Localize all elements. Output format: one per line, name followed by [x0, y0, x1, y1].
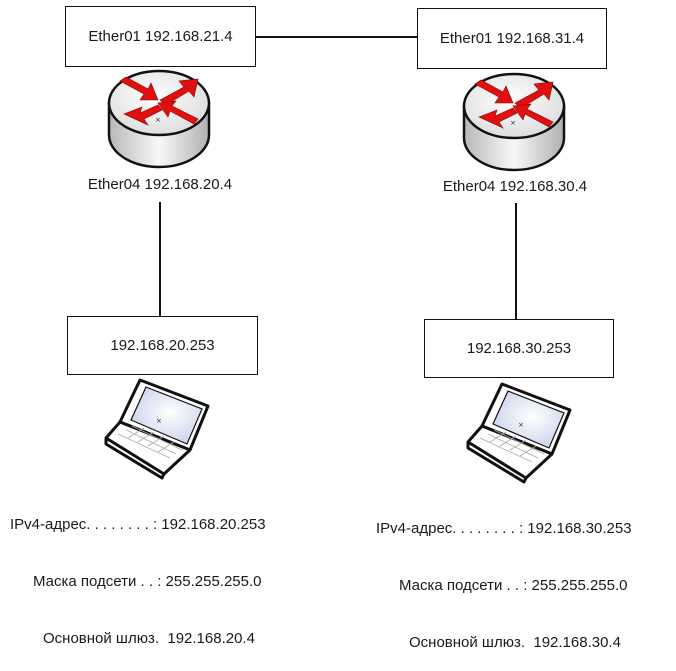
host-2-address-label: 192.168.30.253	[466, 340, 572, 357]
host-1-mask-line: Маска подсети . . : 255.255.255.0	[33, 573, 262, 590]
host-2-config: IPv4-адрес. . . . . . . . : 192.168.30.2…	[376, 481, 632, 671]
router-link-line	[255, 36, 417, 38]
host-1-ipv4-line: IPv4-адрес. . . . . . . . : 192.168.20.2…	[10, 516, 266, 533]
lan-2-link-line	[515, 203, 517, 319]
svg-text:×: ×	[510, 119, 516, 127]
host-2-mask-line: Маска подсети . . : 255.255.255.0	[399, 577, 628, 594]
router-2-icon: ×	[462, 72, 566, 172]
host-1-config: IPv4-адрес. . . . . . . . : 192.168.20.2…	[10, 477, 266, 667]
router-2-wan-box: Ether01 192.168.31.4	[417, 8, 607, 69]
host-1-address-box: 192.168.20.253	[67, 316, 258, 375]
host-2-address-box: 192.168.30.253	[424, 319, 614, 378]
host-2-ipv4-line: IPv4-адрес. . . . . . . . : 192.168.30.2…	[376, 520, 632, 537]
host-1-gateway-line: Основной шлюз. 192.168.20.4	[43, 630, 255, 647]
svg-text:×: ×	[156, 417, 162, 425]
host-2-gateway-line: Основной шлюз. 192.168.30.4	[409, 634, 621, 651]
router-2-wan-label: Ether01 192.168.31.4	[439, 30, 585, 47]
svg-text:×: ×	[518, 421, 524, 429]
host-1-address-label: 192.168.20.253	[110, 337, 215, 354]
svg-text:×: ×	[155, 116, 161, 124]
router-1-lan-label: Ether04 192.168.20.4	[87, 176, 233, 193]
laptop-2-icon: ×	[466, 382, 572, 484]
lan-1-link-line	[159, 202, 161, 316]
router-2-lan-label: Ether04 192.168.30.4	[442, 178, 588, 195]
laptop-1-icon: ×	[104, 378, 210, 480]
router-1-icon: ×	[107, 69, 211, 169]
router-1-wan-box: Ether01 192.168.21.4	[65, 6, 256, 67]
router-1-wan-label: Ether01 192.168.21.4	[88, 28, 233, 45]
